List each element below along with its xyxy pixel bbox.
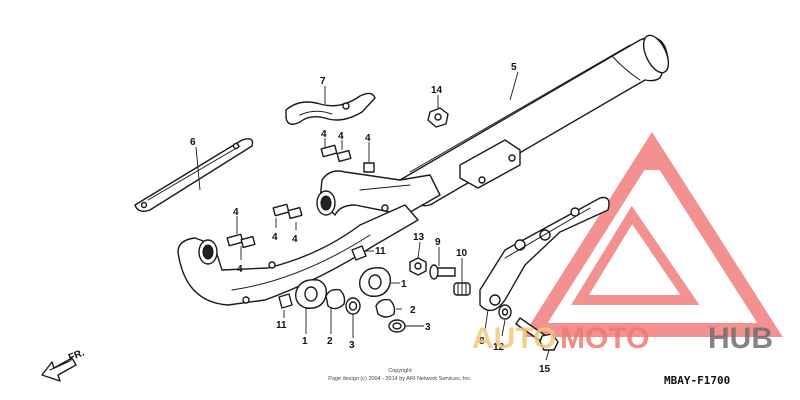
callout-3: 3 [349, 340, 355, 351]
copyright-notice: Copyright Page design (c) 2004 - 2014 by… [328, 368, 472, 382]
callout-3: 3 [425, 322, 431, 333]
part-15-bolt [515, 317, 559, 351]
watermark-logo [522, 131, 783, 337]
callout-4: 4 [365, 133, 371, 144]
callout-6: 6 [190, 137, 196, 148]
part-12-washer [498, 304, 512, 320]
callout-11: 11 [375, 246, 386, 257]
part-8-bracket [479, 196, 610, 312]
part-13-nut [409, 257, 427, 276]
callout-15: 15 [539, 364, 551, 375]
callout-9: 9 [435, 237, 441, 248]
callout-14: 14 [431, 85, 443, 96]
callout-2: 2 [327, 336, 333, 347]
part-5-muffler [399, 34, 670, 207]
callout-5: 5 [511, 62, 517, 73]
watermark-wordmark: AUTO MOTO HUB [472, 322, 773, 355]
part-14-nut [427, 107, 449, 128]
callout-12: 12 [493, 342, 505, 353]
callout-2: 2 [410, 305, 416, 316]
part-7-bracket [285, 92, 376, 125]
callout-1: 1 [302, 336, 308, 347]
part-4-pads [226, 144, 375, 249]
diagram-code: MBAY-F1700 [664, 374, 730, 387]
part-9-bolt [429, 264, 456, 280]
watermark-auto: AUTO [472, 322, 556, 355]
front-direction-arrow: FR. [41, 347, 86, 382]
lower-exhaust-pipe [177, 204, 419, 306]
callout-4: 4 [237, 264, 243, 275]
callout-11: 11 [276, 320, 287, 331]
callout-7: 7 [320, 76, 326, 87]
copyright-line-1: Copyright [388, 368, 412, 374]
callout-4: 4 [272, 232, 278, 243]
callout-labels: 6 7 5 14 4 4 4 4 4 4 4 11 1 2 3 11 1 2 3… [190, 62, 551, 375]
watermark-hub: HUB [708, 322, 773, 355]
callout-13: 13 [413, 232, 425, 243]
callout-8: 8 [479, 336, 485, 347]
part-1-flange [295, 267, 392, 309]
part-10-collar [453, 282, 471, 296]
callout-1: 1 [401, 279, 407, 290]
part-11-bolt [278, 245, 367, 309]
copyright-line-2: Page design (c) 2004 - 2014 by ARI Netwo… [328, 376, 472, 382]
upper-exhaust-pipe [316, 170, 441, 216]
leader-lines [195, 71, 550, 361]
part-3-gasket [345, 297, 406, 333]
part-6-strap [134, 138, 254, 212]
callout-4: 4 [321, 129, 327, 140]
callout-10: 10 [456, 248, 468, 259]
front-direction-label: FR. [67, 347, 86, 363]
part-2-collar [325, 288, 396, 318]
callout-4: 4 [292, 234, 298, 245]
watermark-moto: MOTO [560, 322, 649, 355]
callout-4: 4 [233, 207, 239, 218]
callout-4: 4 [338, 131, 344, 142]
